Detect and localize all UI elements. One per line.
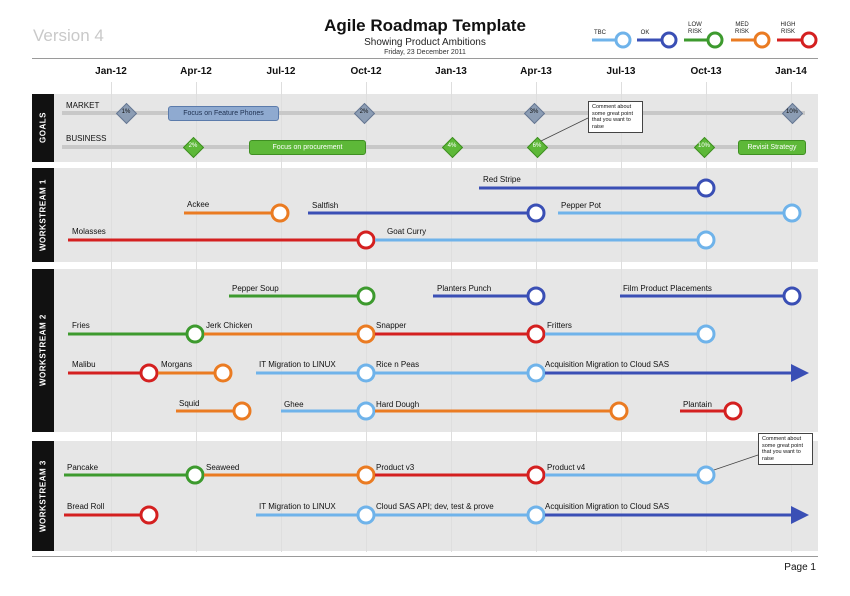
- task-label: Fritters: [547, 321, 572, 330]
- month-header: Apr-12: [180, 66, 212, 77]
- goal-pill-feature-phones: Focus on Feature Phones: [168, 106, 279, 121]
- goal-milestone-label: 10%: [697, 143, 710, 149]
- task-label: Bread Roll: [67, 502, 105, 511]
- ws3-comment-callout: Comment about some great point that you …: [758, 433, 813, 465]
- goal-pill-procurement: Focus on procurement: [249, 140, 366, 155]
- task-label: Rice n Peas: [376, 360, 420, 369]
- month-header: Oct-12: [350, 66, 382, 77]
- goal-milestone-label: 4%: [447, 143, 457, 149]
- workstream-3-tab: [32, 441, 54, 551]
- task-label: Pancake: [67, 463, 99, 472]
- task-label: Snapper: [376, 321, 407, 330]
- legend-tbc-label: TBC: [594, 30, 606, 36]
- workstream-2-tab: [32, 269, 54, 432]
- goal-milestone-label: 2%: [359, 109, 369, 115]
- goal-milestone-label: 10%: [785, 109, 798, 115]
- task-label: Pepper Pot: [561, 201, 602, 210]
- goal-milestone-label: 2%: [188, 143, 198, 149]
- workstream-3-band: [32, 441, 818, 551]
- task-label: Malibu: [72, 360, 96, 369]
- grid-line: [281, 82, 282, 552]
- task-label: Plantain: [683, 400, 712, 409]
- task-label: Ghee: [284, 400, 304, 409]
- header-rule: [32, 58, 818, 59]
- month-header: Jan-12: [95, 66, 127, 77]
- task-label: IT Migration to LINUX: [259, 360, 336, 369]
- goals-tab: [32, 94, 54, 162]
- task-label: Product v4: [547, 463, 586, 472]
- goal-business-label: BUSINESS: [66, 134, 107, 143]
- workstream-1-tab: [32, 168, 54, 262]
- legend-ok-label: OK: [640, 30, 650, 36]
- task-label: Film Product Placements: [623, 284, 712, 293]
- task-label: Seaweed: [206, 463, 240, 472]
- workstream-1-band: [32, 168, 818, 262]
- version-label: Version 4: [33, 26, 104, 45]
- grid-line: [706, 82, 707, 552]
- task-label: Acquisition Migration to Cloud SAS: [545, 502, 670, 511]
- goals-band: [32, 94, 818, 162]
- legend-med-risk-marker: [753, 31, 771, 49]
- task-label: Hard Dough: [376, 400, 420, 409]
- legend-low-risk-label: LOW RISK: [687, 22, 702, 35]
- goal-milestone-label: 6%: [532, 143, 542, 149]
- task-label: Morgans: [161, 360, 193, 369]
- month-header: Jan-14: [775, 66, 807, 77]
- month-header: Jul-13: [606, 66, 636, 77]
- goal-comment-callout: Comment about some great point that you …: [588, 101, 643, 133]
- goal-milestone-label: 3%: [529, 109, 539, 115]
- goal-milestone-label: 1%: [121, 109, 131, 115]
- task-label: Red Stripe: [483, 175, 521, 184]
- grid-line: [111, 82, 112, 552]
- goal-pill-revisit-strategy: Revisit Strategy: [738, 140, 806, 155]
- task-label: Cloud SAS API; dev, test & prove: [376, 502, 494, 511]
- legend-med-risk-label: MED RISK: [734, 22, 749, 35]
- month-header: Apr-13: [520, 66, 552, 77]
- task-label: Planters Punch: [437, 284, 492, 293]
- grid-line: [621, 82, 622, 552]
- task-label: Saltfish: [312, 201, 339, 210]
- grid-line: [791, 82, 792, 552]
- task-label: Jerk Chicken: [206, 321, 253, 330]
- task-label: Pepper Soup: [232, 284, 279, 293]
- grid-line: [451, 82, 452, 552]
- task-label: Ackee: [187, 200, 210, 209]
- footer-rule: [32, 556, 818, 557]
- page-date: Friday, 23 December 2011: [384, 49, 466, 56]
- task-label: Molasses: [72, 227, 106, 236]
- legend-low-risk-marker: [706, 31, 724, 49]
- legend-high-risk-marker: [800, 31, 818, 49]
- month-header: Jul-12: [266, 66, 296, 77]
- page-number: Page 1: [784, 562, 816, 573]
- goal-market-label: MARKET: [66, 101, 100, 110]
- task-label: Fries: [72, 321, 90, 330]
- task-label: Acquisition Migration to Cloud SAS: [545, 360, 670, 369]
- task-label: Squid: [179, 399, 200, 408]
- grid-line: [196, 82, 197, 552]
- task-label: Goat Curry: [387, 227, 427, 236]
- month-header: Oct-13: [690, 66, 722, 77]
- page-title: Agile Roadmap Template: [324, 16, 526, 35]
- task-label: IT Migration to LINUX: [259, 502, 336, 511]
- grid-line: [536, 82, 537, 552]
- month-header: Jan-13: [435, 66, 467, 77]
- legend-high-risk-label: HIGH RISK: [780, 22, 796, 35]
- task-label: Product v3: [376, 463, 415, 472]
- legend-tbc-marker: [614, 31, 632, 49]
- grid-line: [366, 82, 367, 552]
- page-subtitle: Showing Product Ambitions: [364, 37, 486, 48]
- legend-ok-marker: [660, 31, 678, 49]
